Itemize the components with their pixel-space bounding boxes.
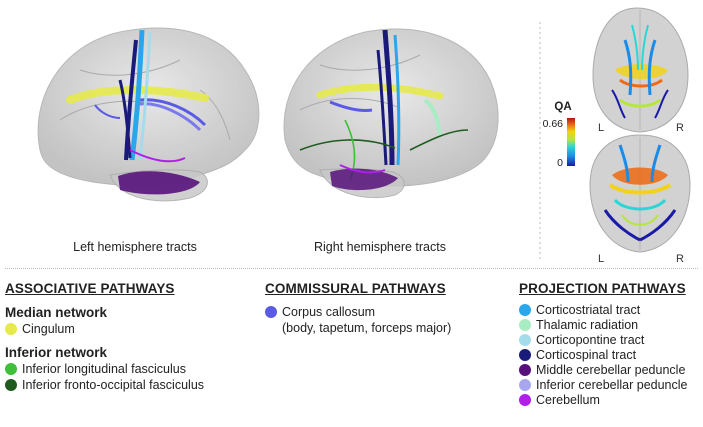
axial-bottom-view <box>590 135 690 252</box>
legend-item-corticospinal: Corticospinal tract <box>519 348 687 362</box>
inferior-cerebellar-peduncle-swatch <box>519 379 531 391</box>
associative-legend: ASSOCIATIVE PATHWAYS Median network Cing… <box>5 281 204 392</box>
ifof-swatch <box>5 379 17 391</box>
qa-label: QA <box>554 101 571 113</box>
top-view-right-marker: R <box>676 122 684 134</box>
corticospinal-swatch <box>519 349 531 361</box>
median-network-label: Median network <box>5 305 204 320</box>
axial-top-view <box>593 8 688 132</box>
associative-title: ASSOCIATIVE PATHWAYS <box>5 281 204 296</box>
ilf-swatch <box>5 363 17 375</box>
corpus-callosum-swatch <box>265 306 277 318</box>
legend-item-thalamic-radiation: Thalamic radiation <box>519 318 687 332</box>
corticopontine-swatch <box>519 334 531 346</box>
projection-legend: PROJECTION PATHWAYS Corticostriatal trac… <box>519 281 687 407</box>
right-hemisphere-caption: Right hemisphere tracts <box>314 240 446 254</box>
bottom-view-left-marker: L <box>598 253 604 265</box>
corticostriatal-swatch <box>519 304 531 316</box>
projection-items: Corticostriatal tract Thalamic radiation… <box>519 303 687 407</box>
projection-title: PROJECTION PATHWAYS <box>519 281 687 296</box>
legend-item-inferior-cerebellar-peduncle: Inferior cerebellar peduncle <box>519 378 687 392</box>
middle-cerebellar-peduncle-swatch <box>519 364 531 376</box>
legend-item-corticostriatal: Corticostriatal tract <box>519 303 687 317</box>
commissural-title: COMMISSURAL PATHWAYS <box>265 281 451 296</box>
legend-item-cingulum: Cingulum <box>5 322 204 336</box>
legend-item-corpus-callosum: Corpus callosum <box>265 305 451 319</box>
bottom-view-right-marker: R <box>676 253 684 265</box>
horizontal-divider <box>5 268 698 269</box>
legend-item-corticopontine: Corticopontine tract <box>519 333 687 347</box>
inferior-network-label: Inferior network <box>5 345 204 360</box>
corpus-callosum-note: (body, tapetum, forceps major) <box>282 321 451 335</box>
thalamic-radiation-swatch <box>519 319 531 331</box>
left-hemisphere-caption: Left hemisphere tracts <box>73 240 197 254</box>
legend-item-ilf: Inferior longitudinal fasciculus <box>5 362 204 376</box>
qa-max-value: 0.66 <box>543 118 564 130</box>
qa-colorbar <box>567 118 575 166</box>
qa-min-value: 0 <box>557 157 563 169</box>
cingulum-swatch <box>5 323 17 335</box>
legend-item-middle-cerebellar-peduncle: Middle cerebellar peduncle <box>519 363 687 377</box>
cerebellum-swatch <box>519 394 531 406</box>
figure-panels: Left hemisphere tracts Right hemisphere … <box>0 0 703 270</box>
legend-item-ifof: Inferior fronto-occipital fasciculus <box>5 378 204 392</box>
commissural-legend: COMMISSURAL PATHWAYS Corpus callosum (bo… <box>265 281 451 335</box>
legend-item-cerebellum: Cerebellum <box>519 393 687 407</box>
top-view-left-marker: L <box>598 122 604 134</box>
